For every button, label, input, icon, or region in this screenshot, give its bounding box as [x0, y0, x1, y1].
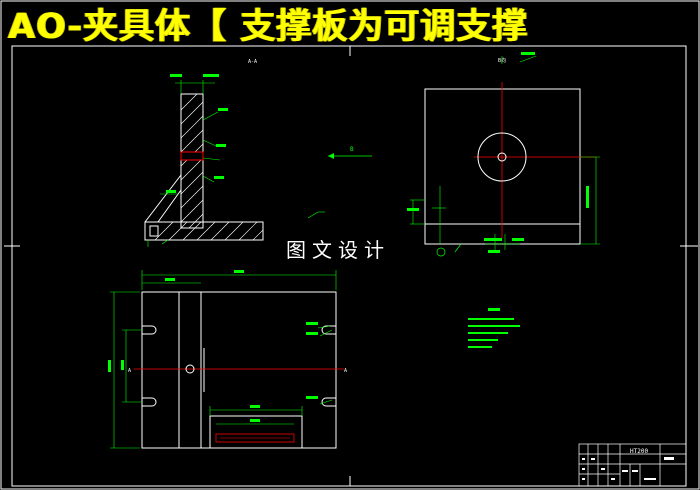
- plan-view-slots: [142, 325, 336, 407]
- plan-view-dimension-text: [108, 270, 318, 422]
- section-view-a-a: A-A: [144, 59, 264, 247]
- aux-view-plate: [424, 88, 581, 245]
- plan-view-groove: [215, 433, 295, 443]
- section-base-hole: [149, 225, 159, 237]
- plan-view-hole: [185, 364, 195, 374]
- drawing-inner-frame: [11, 45, 687, 487]
- section-dimensions: [147, 80, 221, 247]
- section-rib-edge: [144, 174, 182, 223]
- plan-view-pocket: [209, 415, 303, 449]
- plan-view: A A: [108, 270, 347, 449]
- section-dimension-text: [166, 74, 228, 193]
- small-note-mark: [307, 211, 325, 219]
- section-hatch: [154, 93, 264, 241]
- technical-notes: [468, 308, 520, 348]
- title-block: [578, 443, 687, 487]
- title-block-small-text: [582, 458, 656, 480]
- title-block-material: HT200: [630, 448, 648, 455]
- direction-arrow-b: B: [328, 146, 372, 159]
- datum-leader: [454, 243, 462, 253]
- aux-view-boss-circle: [477, 132, 527, 182]
- direction-marker-label: B: [350, 146, 354, 153]
- section-wall-hole: [180, 151, 204, 161]
- datum-circle-marker: [436, 247, 446, 257]
- page-title: AO-夹具体【 支撑板为可调支撑: [8, 7, 529, 47]
- section-base-plate: [144, 221, 264, 241]
- aux-view-dimensions: [410, 55, 600, 250]
- watermark-text: 图文设计: [286, 238, 390, 262]
- title-block-drawing-number: [664, 457, 674, 460]
- aux-view-b: B向: [407, 52, 600, 257]
- aux-view-bore-circle: [497, 152, 507, 162]
- section-vertical-wall: [180, 93, 204, 229]
- aux-view-dimension-text: [407, 52, 589, 253]
- plan-view-dimensions: [110, 270, 337, 449]
- section-marker-left: A: [128, 368, 131, 374]
- section-rib-inner: [157, 189, 182, 223]
- section-marker-right: A: [344, 368, 347, 374]
- section-view-label: A-A: [248, 59, 257, 65]
- plan-view-outline: [141, 291, 337, 449]
